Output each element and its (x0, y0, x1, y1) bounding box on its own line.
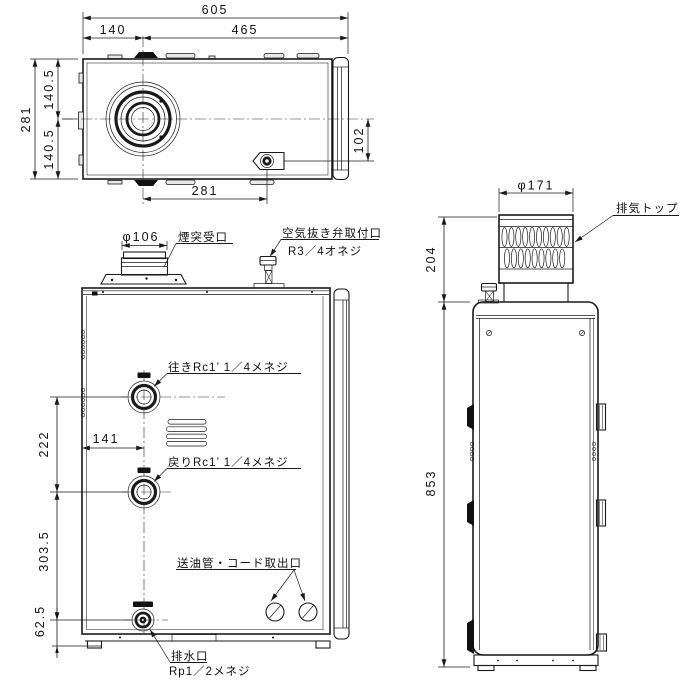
label-oil-cord-outlet: 送油管・コード取出口 (177, 556, 302, 570)
dim-port-pitch: 222 (37, 431, 51, 458)
dim-port-offset: 141 (93, 432, 120, 446)
front-left-foot (86, 640, 103, 649)
front-right-bracket (333, 288, 350, 640)
dim-return-to-drain: 303.5 (37, 530, 51, 571)
top-view: 605 140 465 281 140.5 140.5 102 281 (19, 3, 374, 205)
label-exhaust-top: 排気トップ (616, 201, 679, 215)
left-latch-bottom (467, 619, 474, 654)
dim-overall-width: 605 (202, 3, 229, 17)
right-coil-mark (592, 442, 596, 461)
right-hinge-upper (595, 403, 607, 431)
screw (486, 330, 585, 336)
label-air-vent-line2: R3／4オネジ (288, 245, 362, 258)
front-view-body (81, 287, 331, 635)
flue-socket-front (100, 251, 187, 285)
side-left-foot (477, 664, 495, 672)
front-right-foot (315, 640, 331, 649)
label-drain-line1: 排水口 (171, 649, 209, 663)
drain-port (131, 601, 155, 632)
dim-depth-front: 140.5 (42, 68, 56, 109)
oil-cord-knockout-holes (265, 602, 318, 622)
bottom-edge-clip (134, 180, 158, 186)
air-vent-fitting-top (252, 151, 285, 171)
dim-exhaust-diameter: φ171 (518, 179, 555, 193)
dim-overall-depth: 281 (19, 106, 33, 133)
top-edge-clip (134, 52, 158, 58)
label-supply-port: 往きRc1’ 1／4メネジ (168, 360, 289, 374)
side-right-foot (579, 664, 597, 672)
label-drain-line2: Rp1／2メネジ (169, 665, 251, 678)
side-view: φ171 204 853 排気トップ (424, 179, 679, 672)
louver-vent (166, 419, 207, 447)
label-air-vent-line1: 空気抜き弁取付口 (282, 226, 382, 240)
exhaust-top (498, 214, 574, 302)
label-flue-socket: 煙突受口 (178, 230, 228, 244)
dim-body-height: 853 (424, 470, 438, 497)
left-latch-upper (467, 404, 474, 430)
dim-flue-diameter: φ106 (123, 230, 160, 244)
right-hinge-bottom (595, 633, 608, 652)
dim-right-span: 465 (232, 23, 259, 37)
side-base (473, 654, 599, 667)
left-latch-lower (467, 500, 474, 526)
dim-depth-rear: 140.5 (42, 128, 56, 169)
air-vent-valve-side (478, 282, 499, 304)
left-coil-mark (469, 441, 475, 462)
dim-valve-offset: 102 (352, 127, 366, 154)
dim-exhaust-height: 204 (424, 246, 438, 273)
right-hinge-lower (595, 499, 607, 527)
left-edge-hinge-marks (80, 329, 86, 418)
label-return-port: 戻りRc1’ 1／4メネジ (168, 456, 289, 469)
dim-left-offset: 140 (100, 23, 127, 37)
dim-flue-to-valve: 281 (192, 184, 219, 198)
side-handle-bracket (332, 56, 350, 181)
side-view-body (472, 301, 599, 656)
air-vent-valve-front (253, 255, 285, 289)
dim-drain-height: 62.5 (33, 605, 47, 637)
front-view: φ106 222 141 303.5 62.5 煙突受口 空気抜き弁取付口 R3… (33, 226, 382, 678)
